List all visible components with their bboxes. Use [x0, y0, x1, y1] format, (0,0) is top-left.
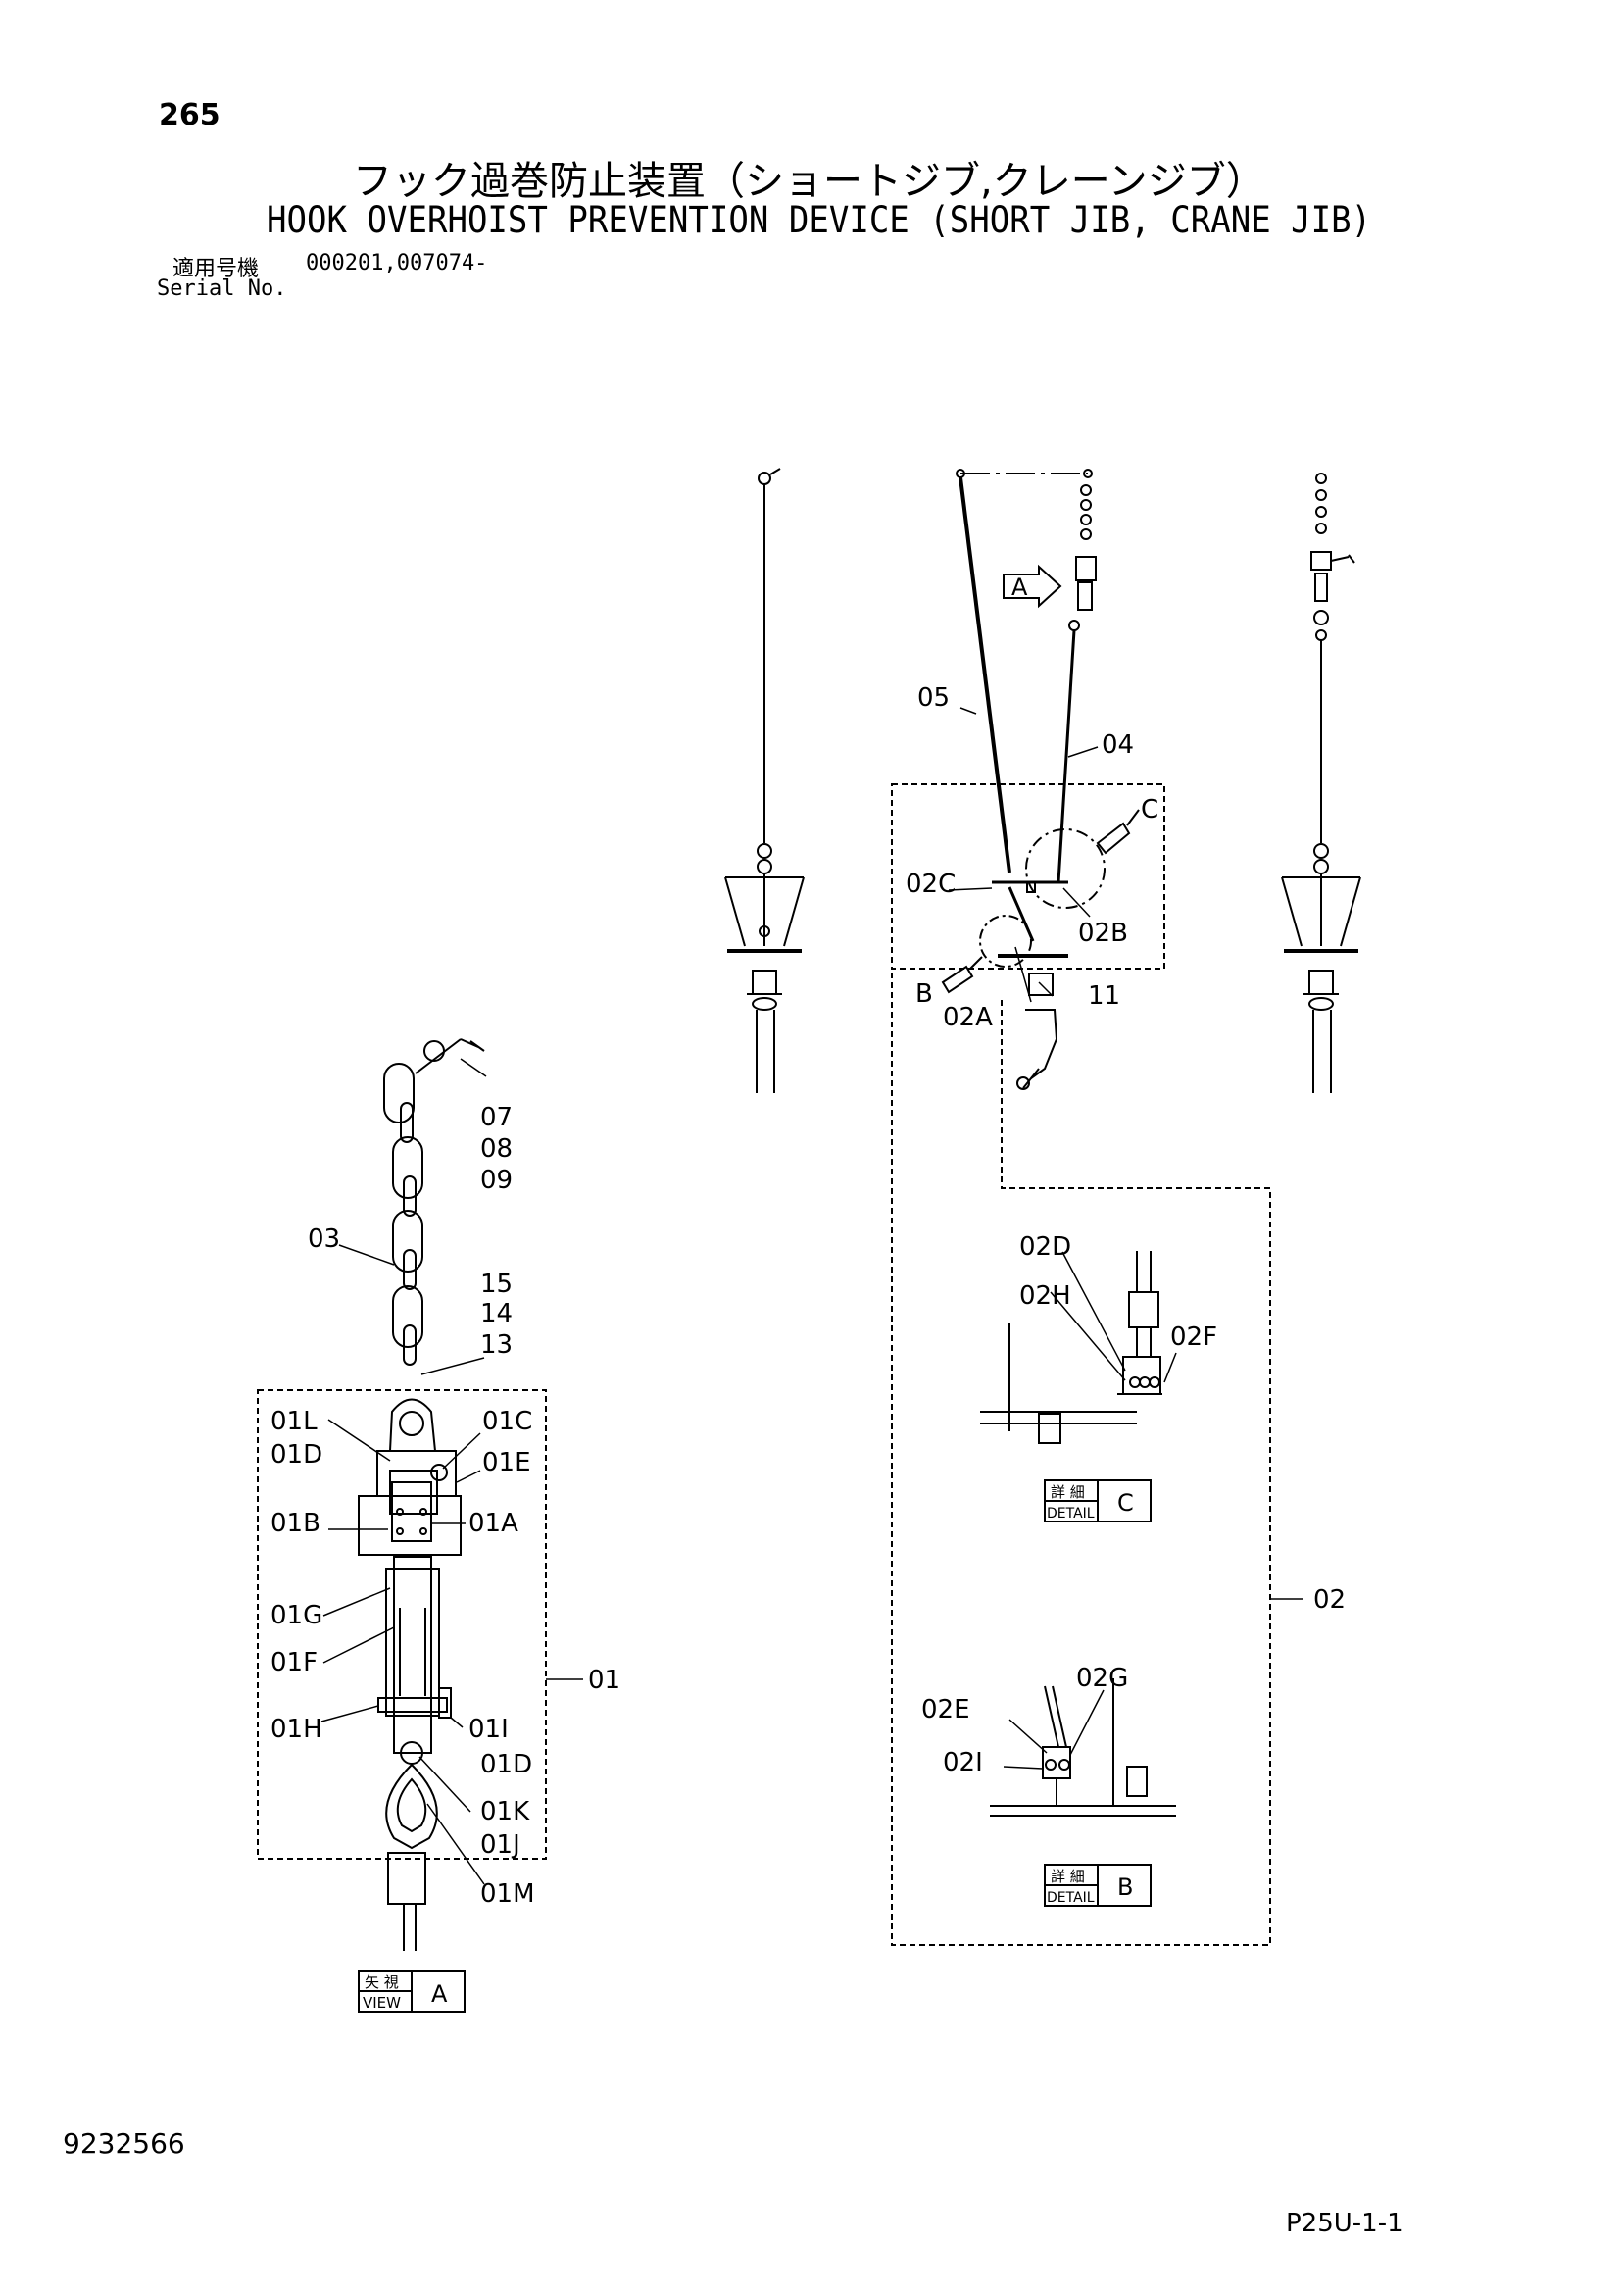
detail-c-drawing	[980, 1251, 1162, 1444]
callout-02G: 02G	[1076, 1664, 1128, 1693]
detail-b-drawing	[990, 1678, 1176, 1817]
callout-01F: 01F	[270, 1648, 318, 1677]
leader-lines	[320, 707, 1303, 1885]
view-a-en: VIEW	[363, 1994, 401, 2012]
drawing-number: 9232566	[63, 2127, 185, 2160]
callout-01L: 01L	[270, 1407, 318, 1436]
callout-01D-upper: 01D	[270, 1440, 322, 1470]
view-label-texts: 矢 視 VIEW A 詳 細 DETAIL C 詳 細 DETAIL B	[363, 1483, 1134, 2012]
callout-13: 13	[480, 1330, 513, 1360]
callout-01B: 01B	[270, 1509, 320, 1538]
title-japanese: フック過巻防止装置（ショートジブ,クレーンジブ）	[353, 159, 1265, 204]
callout-01D-lower: 01D	[480, 1750, 532, 1779]
callout-02D: 02D	[1019, 1232, 1071, 1262]
callout-01J: 01J	[480, 1830, 520, 1860]
callout-02: 02	[1313, 1585, 1346, 1615]
detail-b-jp: 詳 細	[1051, 1868, 1085, 1885]
callout-03: 03	[308, 1224, 340, 1254]
callout-01A: 01A	[468, 1509, 518, 1538]
callout-15: 15	[480, 1270, 513, 1299]
callout-01E: 01E	[482, 1448, 531, 1477]
callout-01M: 01M	[480, 1879, 535, 1909]
page-number: 265	[159, 98, 221, 132]
callout-02B: 02B	[1078, 919, 1128, 948]
callout-11: 11	[1088, 981, 1120, 1011]
callout-02C: 02C	[906, 870, 956, 899]
marker-c: C	[1141, 795, 1158, 824]
callout-02F: 02F	[1170, 1323, 1217, 1352]
callout-07: 07	[480, 1103, 513, 1132]
callout-01: 01	[588, 1666, 620, 1695]
callout-labels: 07 08 09 03 15 14 13 01L 01D 01C 01E 01B…	[270, 574, 1346, 1909]
marker-b: B	[915, 979, 933, 1009]
callout-02H: 02H	[1019, 1281, 1071, 1311]
title-english: HOOK OVERHOIST PREVENTION DEVICE (SHORT …	[267, 199, 1372, 241]
left-overview-crane	[724, 468, 805, 1093]
detail-c-jp: 詳 細	[1051, 1483, 1085, 1501]
serial-label-english: Serial No.	[157, 276, 287, 301]
view-label-boxes	[358, 1479, 1152, 2013]
sheet-code: P25U-1-1	[1286, 2209, 1403, 2238]
callout-01C: 01C	[482, 1407, 532, 1436]
callout-05: 05	[917, 683, 950, 713]
callout-01H: 01H	[270, 1715, 322, 1744]
serial-number-value: 000201,007074-	[306, 251, 488, 275]
middle-overview-crane	[941, 469, 1140, 1090]
callout-08: 08	[480, 1134, 513, 1164]
callout-02E: 02E	[921, 1695, 970, 1724]
callout-02I: 02I	[943, 1748, 983, 1777]
serial-label-japanese: 適用号機	[172, 257, 260, 281]
detail-c-en: DETAIL	[1047, 1506, 1095, 1522]
callout-01G: 01G	[270, 1601, 322, 1630]
view-a-detail	[358, 1038, 485, 1951]
detail-c-letter: C	[1117, 1489, 1134, 1517]
callout-09: 09	[480, 1166, 513, 1195]
detail-b-en: DETAIL	[1047, 1890, 1095, 1906]
callout-01I: 01I	[468, 1715, 509, 1744]
view-a-letter: A	[431, 1980, 448, 2008]
callout-02A: 02A	[943, 1003, 993, 1032]
detail-b-letter: B	[1117, 1873, 1133, 1901]
marker-a: A	[1011, 574, 1028, 601]
callout-14: 14	[480, 1299, 513, 1328]
view-a-jp: 矢 視	[365, 1973, 399, 1991]
callout-01K: 01K	[480, 1797, 530, 1826]
detail-frames	[257, 783, 1271, 1946]
right-overview-crane	[1281, 473, 1361, 1093]
callout-04: 04	[1102, 730, 1134, 760]
